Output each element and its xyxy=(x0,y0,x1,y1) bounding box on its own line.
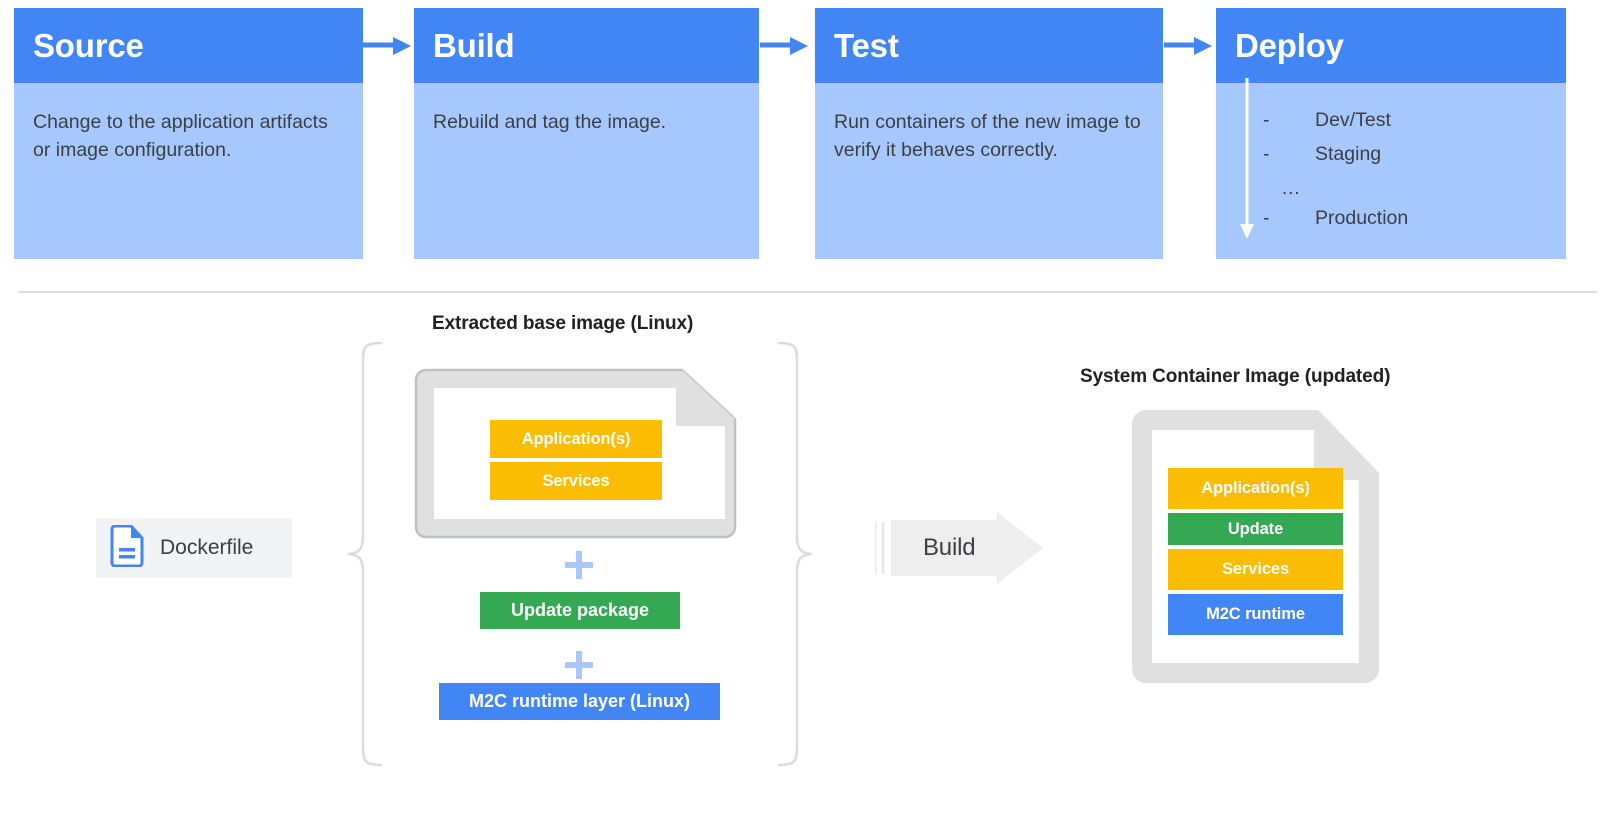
plus-icon xyxy=(565,651,593,679)
layer-services: Services xyxy=(490,462,662,500)
left-curly-brace xyxy=(347,341,383,767)
layer-services: Services xyxy=(1168,549,1343,590)
section-divider xyxy=(18,291,1597,293)
list-item-label: Staging xyxy=(1315,143,1382,165)
pipeline-card-header: Test xyxy=(815,8,1163,83)
pipeline-card-title: Test xyxy=(834,27,899,64)
pipeline-card-title: Build xyxy=(433,27,515,64)
layer-m2c-runtime: M2C runtime xyxy=(1168,594,1343,635)
pipeline-card-test: Test Run containers of the new image to … xyxy=(815,8,1163,259)
system-container-image-document: Application(s) Update Services M2C runti… xyxy=(1128,406,1383,687)
pipeline-card-title: Source xyxy=(33,27,144,64)
list-item: - Production xyxy=(1235,205,1544,239)
pipeline-card-header: Deploy xyxy=(1216,8,1566,83)
pipeline-card-body: Change to the application artifacts or i… xyxy=(33,111,328,161)
build-arrow: Build xyxy=(873,512,1043,584)
update-package-box: Update package xyxy=(480,592,680,629)
right-curly-brace xyxy=(777,341,813,767)
system-container-image-label: System Container Image (updated) xyxy=(1080,366,1391,387)
pipeline-card-body: Run containers of the new image to verif… xyxy=(834,111,1141,161)
pipeline-card-header: Build xyxy=(414,8,759,83)
dockerfile-chip: Dockerfile xyxy=(96,518,292,578)
list-item: - Staging xyxy=(1235,141,1544,175)
layer-applications: Application(s) xyxy=(1168,468,1343,509)
pipeline-card-build: Build Rebuild and tag the image. xyxy=(414,8,759,259)
list-bullet-dash: - xyxy=(1263,207,1270,229)
pipeline-card-source: Source Change to the application artifac… xyxy=(14,8,363,259)
list-item: - Dev/Test xyxy=(1235,107,1544,141)
system-image-layer-stack: Application(s) Update Services M2C runti… xyxy=(1168,468,1343,635)
layer-update: Update xyxy=(1168,513,1343,545)
deploy-flow-down-arrow-icon xyxy=(1238,78,1256,240)
extracted-base-image-document: Application(s) Services xyxy=(412,366,739,541)
layer-applications: Application(s) xyxy=(490,420,662,458)
list-item-label: Production xyxy=(1315,207,1409,229)
list-item-label: Dev/Test xyxy=(1315,109,1391,131)
build-arrow-label: Build xyxy=(923,534,976,561)
ellipsis-icon: … xyxy=(1281,177,1302,199)
list-bullet-dash: - xyxy=(1263,109,1270,131)
pipeline-card-header: Source xyxy=(14,8,363,83)
pipeline-connector-arrow-2 xyxy=(760,35,810,57)
m2c-runtime-layer-box: M2C runtime layer (Linux) xyxy=(439,683,720,720)
pipeline-connector-arrow-3 xyxy=(1164,35,1214,57)
pipeline-card-deploy: Deploy - Dev/Test - Staging … - Producti… xyxy=(1216,8,1566,259)
document-file-icon xyxy=(110,524,144,572)
base-image-layer-stack: Application(s) Services xyxy=(490,420,662,500)
pipeline-card-body: Rebuild and tag the image. xyxy=(433,111,667,133)
dockerfile-label: Dockerfile xyxy=(160,536,254,559)
base-image-label: Extracted base image (Linux) xyxy=(432,313,694,334)
pipeline-connector-arrow-1 xyxy=(363,35,413,57)
pipeline-card-title: Deploy xyxy=(1235,27,1344,64)
list-item-ellipsis: … xyxy=(1235,175,1544,205)
plus-icon xyxy=(565,551,593,579)
list-bullet-dash: - xyxy=(1263,143,1270,165)
deploy-environment-list: - Dev/Test - Staging … - Production xyxy=(1235,83,1544,239)
pipeline-card-body: - Dev/Test - Staging … - Production xyxy=(1216,83,1566,239)
arrow-right-icon xyxy=(873,512,1043,584)
